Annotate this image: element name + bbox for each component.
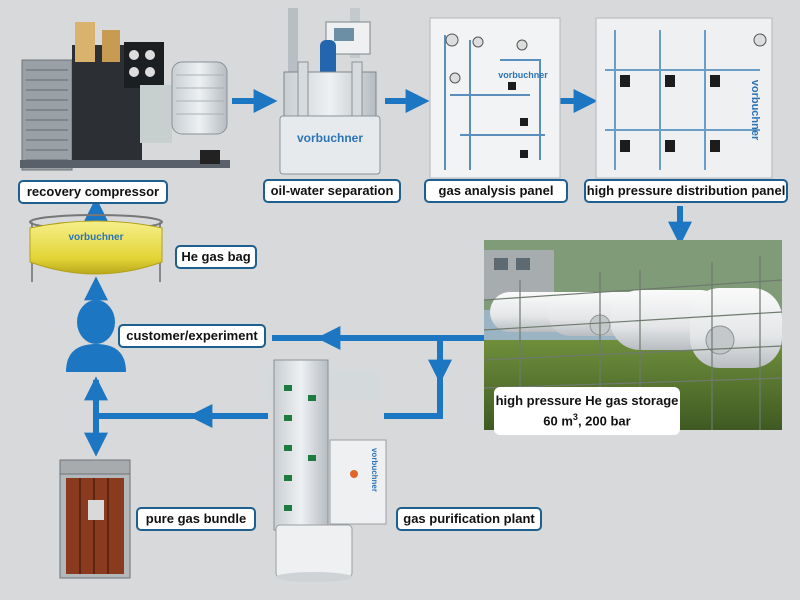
plant-logo: vorbuchner (370, 448, 379, 492)
person-silhouette-icon (66, 300, 126, 372)
label-gas-purification-plant: gas purification plant (396, 507, 542, 531)
storage-volume: 60 m (543, 413, 573, 429)
storage-label-line1: high pressure He gas storage (495, 393, 679, 408)
label-high-pressure-distribution-panel: high pressure distribution panel (584, 179, 788, 203)
label-oil-water-separation: oil-water separation (263, 179, 401, 203)
label-pure-gas-bundle: pure gas bundle (136, 507, 256, 531)
flow-lines (84, 89, 692, 457)
oil-water-separator-image: vorbuchner (279, 8, 381, 175)
separator-logo: vorbuchner (297, 131, 363, 145)
gas-analysis-panel-image: vorbuchner (429, 17, 561, 179)
label-he-gas-bag: He gas bag (175, 245, 257, 269)
panel-logo: vorbuchner (498, 70, 548, 80)
gas-purification-plant-image: vorbuchner (266, 359, 387, 582)
distribution-panel-image: vorbuchner (595, 17, 773, 179)
label-gas-analysis-panel: gas analysis panel (424, 179, 568, 203)
storage-label-line2: 60 m3, 200 bar (494, 409, 680, 429)
label-customer-experiment: customer/experiment (118, 324, 266, 348)
storage-pressure: , 200 bar (577, 413, 631, 429)
pure-gas-bundle-image (59, 459, 131, 579)
label-high-pressure-storage: high pressure He gas storage 60 m3, 200 … (494, 387, 680, 435)
storage-volume-exponent: 3 (572, 412, 578, 422)
line-storage-to-purification (384, 338, 443, 419)
distribution-logo: vorbuchner (749, 80, 761, 141)
he-gas-bag-image: vorbuchner (29, 214, 163, 282)
label-recovery-compressor: recovery compressor (18, 180, 168, 204)
bag-logo: vorbuchner (68, 232, 123, 243)
recovery-compressor-image (20, 22, 230, 171)
gas-storage-photo (483, 240, 783, 430)
